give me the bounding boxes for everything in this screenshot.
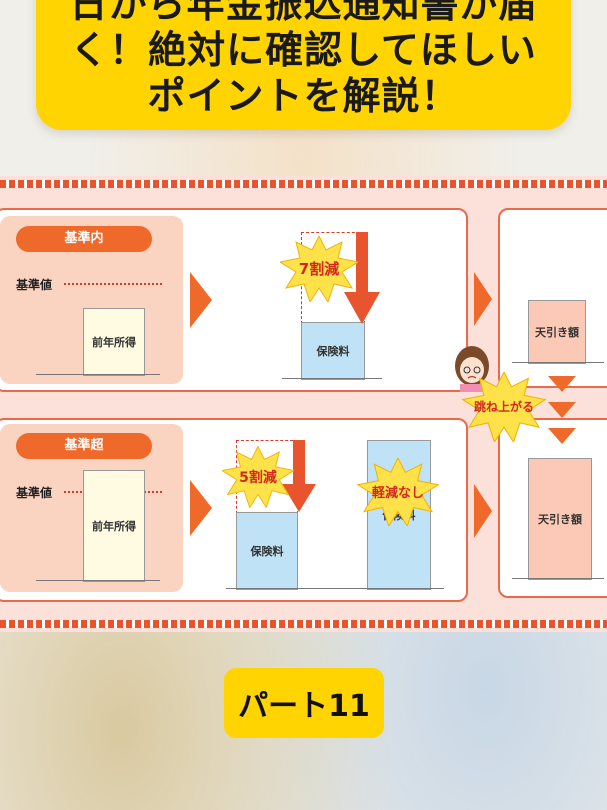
right-bottom-baseline bbox=[512, 578, 604, 579]
part-badge: パート11 bbox=[224, 668, 384, 738]
row2-burst-text: 5割減 bbox=[239, 470, 277, 486]
row2-premium-baseline bbox=[226, 588, 444, 589]
row2-category-pill: 基準超 bbox=[16, 433, 152, 459]
row1-kijun-line bbox=[64, 283, 162, 285]
row1-category-pill: 基準内 bbox=[16, 226, 152, 252]
row2-down-arrow-icon bbox=[282, 440, 316, 512]
title-line-1: 日から年金振込通知書が届 bbox=[69, 0, 538, 26]
row1-burst-icon bbox=[280, 236, 358, 302]
row1-big-chevron-icon bbox=[474, 272, 492, 326]
row2-premium-box: 保険料 bbox=[236, 512, 298, 590]
row1-kijun-label: 基準値 bbox=[16, 278, 53, 292]
row2-no-reduction-burst-icon bbox=[356, 458, 440, 526]
row1-premium-baseline bbox=[282, 378, 382, 379]
band-top-border bbox=[0, 180, 607, 188]
row1-baseline bbox=[36, 374, 160, 375]
title-banner: 日から年金振込通知書が届 く！絶対に確認してほしい ポイントを解説！ bbox=[36, 0, 571, 130]
row1-premium-box: 保険料 bbox=[301, 322, 365, 380]
row1-income-box: 前年所得 bbox=[83, 308, 145, 376]
row1-burst-text: 7割減 bbox=[298, 260, 340, 278]
row2-kijun-label: 基準値 bbox=[16, 486, 53, 500]
row2-income-box: 前年所得 bbox=[83, 470, 145, 582]
row1-down-arrow-icon bbox=[344, 232, 380, 324]
row2-burst-icon bbox=[222, 446, 294, 508]
row2-big-chevron-icon bbox=[474, 484, 492, 538]
right-top-box: 天引き額 bbox=[528, 300, 586, 364]
row2-no-reduction-text: 軽減なし bbox=[371, 486, 424, 501]
title-line-3: ポイントを解説！ bbox=[147, 74, 460, 118]
worried-character-icon bbox=[455, 346, 489, 392]
title-line-2: く！絶対に確認してほしい bbox=[70, 28, 537, 72]
row1-chevron-icon bbox=[190, 272, 212, 328]
jump-burst-text: 跳ね上がる bbox=[473, 400, 534, 414]
right-bottom-box: 天引き額 bbox=[528, 458, 592, 580]
right-top-baseline bbox=[512, 362, 604, 363]
jump-burst-icon bbox=[461, 372, 547, 442]
row2-chevron-icon bbox=[190, 480, 212, 536]
row2-baseline bbox=[36, 580, 160, 581]
band-bottom-border bbox=[0, 620, 607, 628]
down-triangles-icon bbox=[548, 376, 576, 444]
